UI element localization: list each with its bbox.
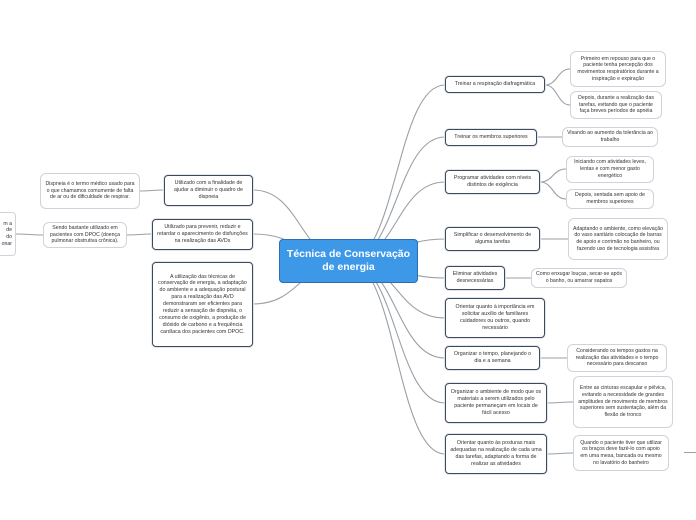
topic-simplificar-tarefas[interactable]: Simplificar o desenvolvimento de alguma … [445,227,540,251]
topic-membros-superiores[interactable]: Treinar os membros superiores [445,129,537,146]
edge-right-sub-4 [539,181,567,200]
topic-orientar-posturas[interactable]: Orientar quanto às posturas mais adequad… [445,434,547,474]
topic-solicitar-auxilio[interactable]: Orientar quanto à importância em solicit… [445,298,545,338]
topic-organizar-ambiente[interactable]: Organizar o ambiente de modo que os mate… [445,383,547,423]
subtopic-label: Sendo bastante utilizado em pacientes co… [49,224,121,245]
edge-right-sub-3 [539,168,567,183]
subtopic-tempos-gastos[interactable]: Considerando os tempos gastos na realiza… [567,344,667,372]
edge-right-sub-0 [544,68,571,86]
topic-respiracao-diafragmatica[interactable]: Treinar a respiração diafragmática [445,76,545,93]
central-topic-label: Técnica de Conservação de energia [286,247,411,273]
subtopic-definicao-dispneia[interactable]: Dispneia é o termo médico usado para o q… [40,173,140,209]
subtopic-enxugar-loucas[interactable]: Como enxugar louças, secar-se após o ban… [531,268,627,288]
topic-label: Organizar o ambiente de modo que os mate… [450,389,542,416]
topic-label: Treinar os membros superiores [454,134,528,141]
subtopic-label: Visando ao aumento da tolerância ao trab… [567,130,653,143]
subtopic-apoio-bracos[interactable]: Quando o paciente tiver que utilizar os … [573,435,669,471]
topic-label: Programar atividades com níveis distinto… [453,175,532,188]
subtopic-uso-dpoc[interactable]: Sendo bastante utilizado em pacientes co… [43,222,127,248]
subtopic-atividades-leves[interactable]: Iniciando com atividades leves, lentas e… [566,156,654,183]
edge-left-sub-0 [139,189,165,192]
subtopic-label: Iniciando com atividades leves, lentas e… [574,159,646,179]
topic-eliminar-atividades[interactable]: Eliminar atividades desnecessárias [445,266,505,290]
subtopic-label: Entre as cinturas escapular e pélvica, e… [578,385,668,419]
edge-right-sub-1 [544,84,571,106]
subtopic-label: Como enxugar louças, secar-se após o ban… [536,271,622,284]
cropped-subtopic-fragment[interactable]: m a de do onar [0,212,16,256]
offscreen-connector [684,452,696,453]
edge-central-right-0 [347,84,446,262]
subtopic-label: Quando o paciente tiver que utilizar os … [580,439,662,466]
topic-label: Utilizado com a finalidade de ajudar a d… [174,180,243,200]
topic-label: Treinar a respiração diafragmática [454,81,536,88]
subtopic-cinturas[interactable]: Entre as cinturas escapular e pélvica, e… [573,376,673,428]
topic-diminuir-dispneia[interactable]: Utilizado com a finalidade de ajudar a d… [164,175,253,206]
topic-programar-atividades[interactable]: Programar atividades com níveis distinto… [445,170,540,194]
subtopic-tolerancia[interactable]: Visando ao aumento da tolerância ao trab… [562,127,658,147]
topic-label: Orientar quanto à importância em solicit… [455,304,535,331]
topic-label: Eliminar atividades desnecessárias [452,271,498,284]
subtopic-repouso[interactable]: Primeiro em repouso para que o paciente … [570,51,666,87]
topic-label: A utilização das técnicas de conservação… [158,273,247,335]
topic-label: Organizar o tempo, planejando o dia e a … [453,351,532,364]
topic-label: Simplificar o desenvolvimento de alguma … [453,232,532,245]
edge-right-sub-8 [546,401,574,404]
edge-right-sub-9 [546,452,574,455]
subtopic-label: Depois, durante a realização das tarefas… [578,94,654,115]
topic-label: Orientar quanto às posturas mais adequad… [450,440,542,467]
subtopic-label: Adaptando o ambiente, como elevação do v… [573,225,663,252]
subtopic-sentada-sem-apoio[interactable]: Depois, sentada sem apoio de membros sup… [566,189,654,209]
topic-eficiencia-dpoc[interactable]: A utilização das técnicas de conservação… [152,262,253,347]
subtopic-durante-tarefas[interactable]: Depois, durante a realização das tarefas… [570,91,662,119]
topic-prevenir-disfuncoes[interactable]: Utilizado para prevenir, reduzir e retar… [152,219,253,250]
fragment-label: m a de do onar [1,220,12,247]
central-topic[interactable]: Técnica de Conservação de energia [279,239,418,283]
subtopic-label: Dispneia é o termo médico usado para o q… [45,180,135,201]
edge-left-sub-1 [126,233,153,236]
subtopic-adaptando-ambiente[interactable]: Adaptando o ambiente, como elevação do v… [568,218,668,260]
subtopic-label: Depois, sentada sem apoio de membros sup… [574,192,646,205]
subtopic-label: Primeiro em repouso para que o paciente … [577,55,659,82]
subtopic-label: Considerando os tempos gastos na realiza… [575,347,659,368]
topic-label: Utilizado para prevenir, reduzir e retar… [157,224,248,244]
topic-organizar-tempo[interactable]: Organizar o tempo, planejando o dia e a … [445,346,540,370]
edge-left-sub-2 [15,233,44,236]
